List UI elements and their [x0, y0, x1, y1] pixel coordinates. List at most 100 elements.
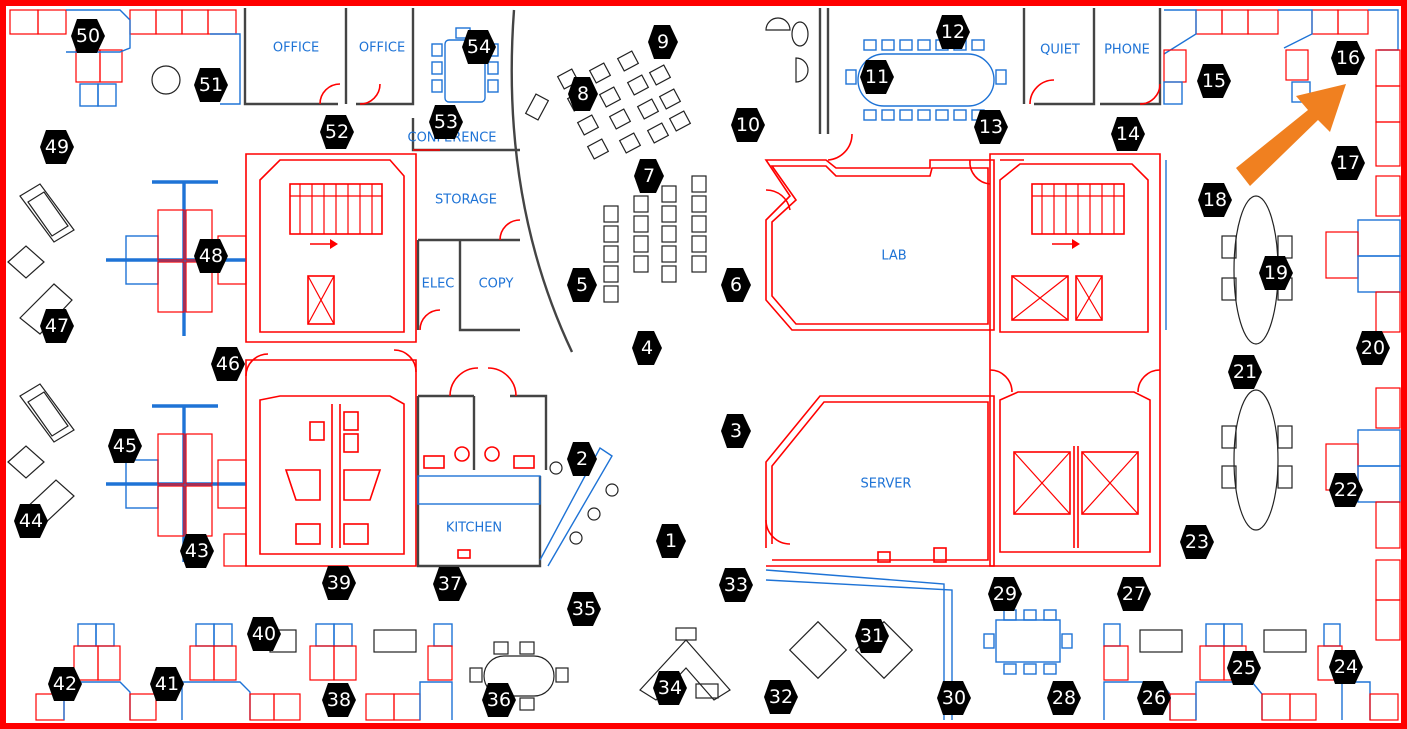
marker-49[interactable]: 49: [40, 130, 74, 164]
marker-8[interactable]: 8: [568, 77, 598, 111]
room-label-phone: PHONE: [1104, 43, 1150, 58]
svg-text:3: 3: [730, 420, 742, 442]
marker-21[interactable]: 21: [1228, 355, 1262, 389]
marker-6[interactable]: 6: [721, 268, 751, 302]
marker-37[interactable]: 37: [433, 567, 467, 601]
svg-text:34: 34: [658, 677, 682, 699]
marker-39[interactable]: 39: [322, 566, 356, 600]
marker-9[interactable]: 9: [648, 25, 678, 59]
svg-text:7: 7: [643, 165, 655, 187]
svg-text:45: 45: [113, 435, 137, 457]
svg-text:43: 43: [185, 540, 209, 562]
svg-text:47: 47: [45, 315, 69, 337]
svg-text:26: 26: [1142, 687, 1166, 709]
marker-3[interactable]: 3: [721, 414, 751, 448]
marker-22[interactable]: 22: [1329, 473, 1363, 507]
marker-19[interactable]: 19: [1259, 256, 1293, 290]
marker-43[interactable]: 43: [180, 534, 214, 568]
svg-text:52: 52: [325, 121, 349, 143]
svg-text:16: 16: [1336, 47, 1360, 69]
marker-23[interactable]: 23: [1180, 525, 1214, 559]
svg-text:2: 2: [576, 448, 588, 470]
svg-text:53: 53: [434, 111, 458, 133]
marker-14[interactable]: 14: [1111, 117, 1145, 151]
marker-7[interactable]: 7: [634, 159, 664, 193]
arrow-icon: [1236, 84, 1346, 186]
marker-46[interactable]: 46: [211, 347, 245, 381]
marker-30[interactable]: 30: [937, 681, 971, 715]
marker-50[interactable]: 50: [71, 19, 105, 53]
marker-36[interactable]: 36: [482, 683, 516, 717]
marker-51[interactable]: 51: [194, 68, 228, 102]
svg-text:31: 31: [860, 625, 884, 647]
marker-34[interactable]: 34: [653, 671, 687, 705]
marker-18[interactable]: 18: [1198, 183, 1232, 217]
marker-53[interactable]: 53: [429, 105, 463, 139]
svg-text:38: 38: [327, 689, 351, 711]
marker-16[interactable]: 16: [1331, 41, 1365, 75]
offices-top: OFFICE OFFICE CONFERENCE: [243, 8, 520, 152]
room-label-lab: LAB: [881, 249, 906, 264]
svg-text:6: 6: [730, 274, 742, 296]
service-rooms: STORAGE ELEC COPY: [416, 9, 574, 353]
marker-13[interactable]: 13: [974, 110, 1008, 144]
marker-26[interactable]: 26: [1137, 681, 1171, 715]
marker-15[interactable]: 15: [1197, 64, 1231, 98]
core-right: [989, 153, 1167, 567]
marker-25[interactable]: 25: [1227, 651, 1261, 685]
svg-text:49: 49: [45, 136, 69, 158]
marker-2[interactable]: 2: [567, 442, 597, 476]
marker-45[interactable]: 45: [108, 429, 142, 463]
marker-41[interactable]: 41: [150, 667, 184, 701]
marker-12[interactable]: 12: [936, 15, 970, 49]
room-label-server: SERVER: [861, 477, 912, 492]
svg-text:44: 44: [19, 510, 43, 532]
marker-48[interactable]: 48: [194, 239, 228, 273]
room-label-copy: COPY: [479, 277, 514, 292]
marker-31[interactable]: 31: [855, 619, 889, 653]
quiet-phone-rooms: QUIET PHONE: [1029, 8, 1162, 106]
marker-52[interactable]: 52: [320, 115, 354, 149]
marker-10[interactable]: 10: [731, 108, 765, 142]
svg-text:42: 42: [53, 673, 77, 695]
svg-text:24: 24: [1334, 656, 1358, 678]
svg-text:25: 25: [1232, 657, 1256, 679]
svg-text:12: 12: [941, 21, 965, 43]
svg-text:9: 9: [657, 31, 669, 53]
room-label-quiet: QUIET: [1040, 43, 1080, 58]
marker-42[interactable]: 42: [48, 667, 82, 701]
svg-text:20: 20: [1361, 337, 1385, 359]
marker-5[interactable]: 5: [567, 268, 597, 302]
marker-24[interactable]: 24: [1329, 650, 1363, 684]
svg-text:51: 51: [199, 74, 223, 96]
marker-35[interactable]: 35: [567, 592, 601, 626]
marker-28[interactable]: 28: [1047, 681, 1081, 715]
marker-1[interactable]: 1: [656, 524, 686, 558]
marker-20[interactable]: 20: [1356, 331, 1390, 365]
svg-text:22: 22: [1334, 479, 1358, 501]
core-left: [245, 153, 417, 567]
marker-32[interactable]: 32: [764, 680, 798, 714]
svg-text:35: 35: [572, 598, 596, 620]
marker-17[interactable]: 17: [1331, 146, 1365, 180]
svg-text:4: 4: [641, 337, 653, 359]
room-label-storage: STORAGE: [435, 193, 497, 208]
lounge-left: [7, 183, 75, 527]
svg-text:46: 46: [216, 353, 240, 375]
svg-text:41: 41: [155, 673, 179, 695]
marker-47[interactable]: 47: [40, 309, 74, 343]
stairs-icon-left: [289, 183, 383, 249]
marker-33[interactable]: 33: [719, 568, 753, 602]
marker-11[interactable]: 11: [860, 60, 894, 94]
marker-38[interactable]: 38: [322, 683, 356, 717]
marker-44[interactable]: 44: [14, 504, 48, 538]
svg-text:54: 54: [467, 36, 491, 58]
svg-text:40: 40: [252, 623, 276, 645]
marker-4[interactable]: 4: [632, 331, 662, 365]
svg-text:19: 19: [1264, 262, 1288, 284]
marker-40[interactable]: 40: [247, 617, 281, 651]
svg-text:36: 36: [487, 689, 511, 711]
marker-29[interactable]: 29: [988, 577, 1022, 611]
marker-27[interactable]: 27: [1117, 577, 1151, 611]
marker-54[interactable]: 54: [462, 30, 496, 64]
